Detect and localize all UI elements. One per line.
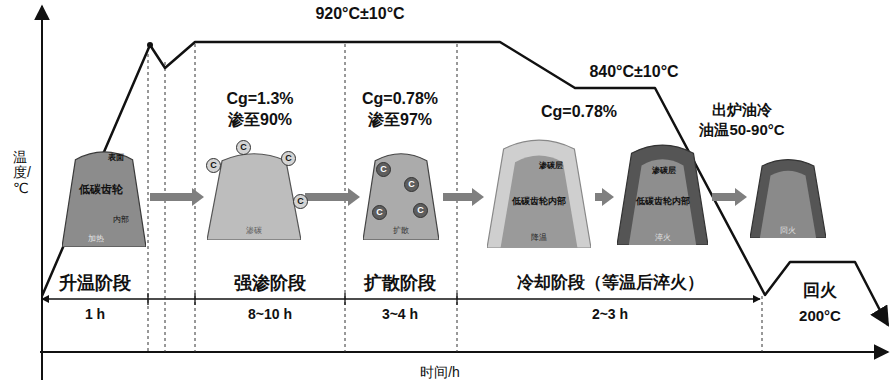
- gear-text: 淬火: [655, 233, 671, 242]
- gear-text: 低碳齿轮内部: [636, 197, 690, 207]
- gear-text: 低碳齿轮内部: [512, 197, 566, 207]
- stage-name: 扩散阶段: [364, 273, 436, 294]
- gear-shape: 扩散 C C C C: [363, 152, 439, 240]
- process-arrow: [595, 188, 614, 206]
- gear-body: [750, 160, 826, 238]
- temperature-label: 920°C±10°C: [315, 5, 404, 23]
- atom-symbol: C: [376, 208, 383, 218]
- gear-text: 内部: [113, 215, 129, 224]
- atom-symbol: C: [380, 165, 387, 175]
- arrow-head: [472, 188, 484, 206]
- stage-temperature: 200°C: [799, 307, 841, 324]
- gear-text: 低碳齿轮: [79, 183, 123, 195]
- gear-core: [501, 156, 578, 248]
- carbon-atom: C: [404, 177, 419, 192]
- process-arrow: [712, 188, 747, 206]
- gear-text: 加热: [88, 235, 104, 244]
- peak-dot: [147, 42, 153, 48]
- gear-outline: [617, 143, 708, 245]
- carbon-potential: Cg=0.78%: [362, 90, 438, 108]
- y-axis: [41, 6, 43, 380]
- stage-dividers: [148, 44, 762, 352]
- process-note: 油温50-90°C: [699, 121, 784, 138]
- carbon-atom: C: [376, 162, 391, 177]
- process-arrow: [443, 188, 484, 206]
- x-axis: [40, 351, 888, 353]
- stage-duration: 2~3 h: [592, 306, 628, 322]
- arrow-head: [348, 188, 360, 206]
- stage-duration: 8~10 h: [248, 306, 292, 322]
- carbon-atom: C: [293, 194, 308, 209]
- carbon-atom: C: [206, 158, 221, 173]
- gear-text: 回火: [780, 226, 796, 235]
- curve-end-arrow: [885, 320, 888, 325]
- atom-symbol: C: [210, 161, 217, 171]
- process-arrow: [150, 188, 204, 206]
- carbon-atom: C: [372, 205, 387, 220]
- atom-symbol: C: [408, 180, 415, 190]
- carbon-potential: Cg=0.78%: [541, 103, 617, 121]
- stage-name: 强渗阶段: [234, 273, 306, 294]
- carbon-atom: C: [413, 203, 428, 218]
- carbon-depth: 渗至97%: [368, 111, 432, 129]
- gear-text: 扩散: [393, 227, 409, 236]
- gear-shape: 渗碳层低碳齿轮内部淬火: [617, 143, 708, 245]
- gear-outline: [487, 138, 591, 248]
- atom-symbol: C: [417, 206, 424, 216]
- process-arrow: [305, 188, 360, 206]
- carbon-potential: Cg=1.3%: [226, 90, 293, 108]
- gear-core: [760, 171, 816, 238]
- arrow-shaft: [305, 193, 348, 201]
- gear-body: [207, 154, 301, 240]
- gear-body: [363, 154, 439, 240]
- gear-text: 表面: [108, 153, 124, 162]
- axis-title: 时间/h: [420, 364, 460, 380]
- arrow-shaft: [150, 193, 192, 201]
- stage-name: 升温阶段: [59, 273, 131, 294]
- arrow-head: [192, 188, 204, 206]
- arrow-head: [735, 188, 747, 206]
- temperature-label: 840°C±10°C: [589, 63, 678, 81]
- atom-symbol: C: [240, 143, 247, 153]
- gear-shape: 表面低碳齿轮内部加热: [62, 150, 146, 247]
- gear-text: 渗碳层: [652, 166, 676, 175]
- gear-body: [617, 145, 708, 245]
- arrow-shaft: [595, 193, 602, 201]
- carbon-atom: C: [236, 140, 251, 155]
- stage-duration-line: [42, 293, 760, 305]
- gear-body: [487, 140, 591, 248]
- gear-core: [629, 159, 696, 245]
- gear-text: 降温: [531, 234, 547, 243]
- stage-name: 回火: [803, 281, 837, 301]
- temperature-curve: [42, 42, 885, 320]
- gear-body: [62, 152, 146, 247]
- atom-symbol: C: [297, 197, 304, 207]
- stage-duration: 3~4 h: [382, 306, 418, 322]
- arrow-shaft: [443, 193, 472, 201]
- arrow-shaft: [712, 193, 735, 201]
- arrow-head: [602, 188, 614, 206]
- gear-shape: 渗碳层低碳齿轮内部降温: [487, 138, 591, 248]
- stage-name: 冷却阶段（等温后淬火）: [517, 273, 704, 293]
- process-note: 出炉油冷: [712, 101, 772, 118]
- carbon-atom: C: [281, 151, 296, 166]
- gear-text: 渗碳层: [539, 161, 563, 170]
- gear-outline: [62, 150, 146, 247]
- gear-shape: 回火: [750, 158, 826, 238]
- stage-duration: 1 h: [85, 306, 105, 322]
- axis-title: 温度/℃: [13, 150, 27, 196]
- gear-text: 渗碳: [246, 227, 262, 236]
- atom-symbol: C: [285, 154, 292, 164]
- carbon-depth: 渗至90%: [228, 111, 292, 129]
